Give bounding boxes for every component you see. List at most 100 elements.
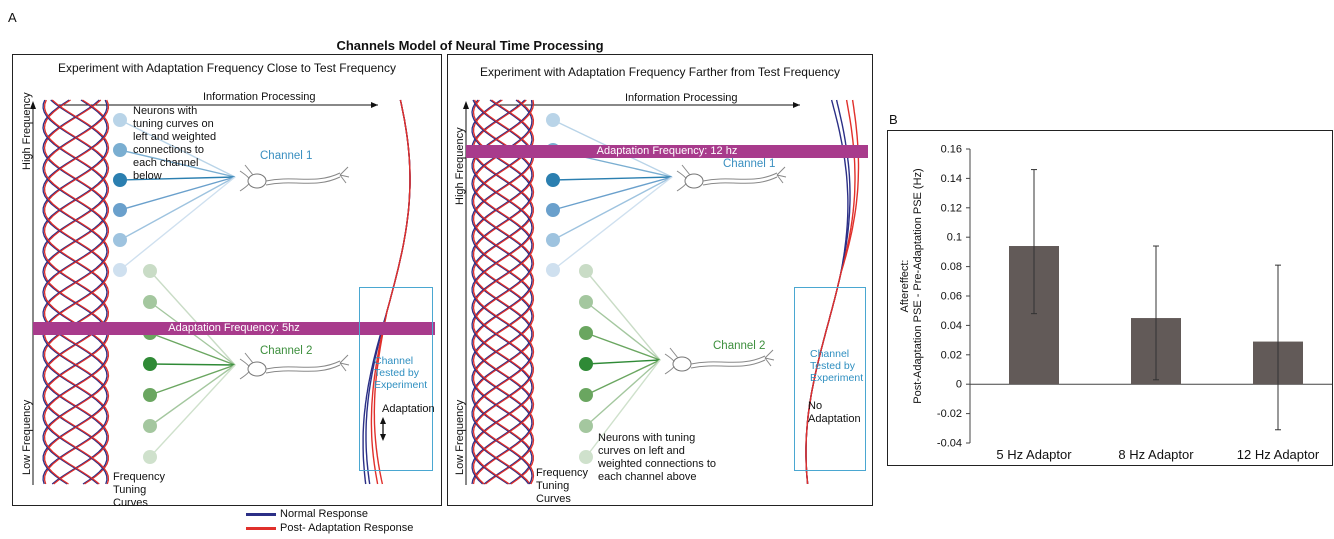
tuning-curve xyxy=(43,99,110,485)
neuron-cell-part xyxy=(265,360,341,374)
left-info-processing-label: Information Processing xyxy=(203,91,316,103)
neuron-node xyxy=(546,263,560,277)
right-diagram-svg xyxy=(463,99,860,485)
panel-a-letter: A xyxy=(8,10,17,25)
neuron-node xyxy=(546,203,560,217)
neuron-node xyxy=(113,113,127,127)
legend-post-swatch xyxy=(246,527,276,530)
neuron-cell-sketch xyxy=(664,347,775,375)
neuron-cell-part xyxy=(664,347,679,375)
connection-channel1 xyxy=(119,149,236,178)
y-tick-label: 0 xyxy=(956,379,962,391)
neuron-cell-sketch xyxy=(676,164,787,192)
tuning-curve xyxy=(471,99,533,485)
main-title: Channels Model of Neural Time Processing xyxy=(336,38,604,53)
tuning-curves xyxy=(42,99,110,485)
y-tick-label: 0.1 xyxy=(947,232,962,244)
connection-channel2 xyxy=(149,364,236,458)
tuning-curve xyxy=(42,99,108,485)
frequency-axis-arrowhead xyxy=(463,101,469,109)
right-channel2-label: Channel 2 xyxy=(713,340,766,352)
connection-channel2 xyxy=(585,359,661,427)
tuning-curve xyxy=(472,99,535,485)
neuron-cell-part xyxy=(764,349,775,367)
legend-post-label: Post- Adaptation Response xyxy=(280,522,414,534)
neuron-cell-part xyxy=(239,352,254,380)
tuning-curve xyxy=(472,99,535,485)
neuron-node xyxy=(143,357,157,371)
neuron-node xyxy=(113,173,127,187)
connection-channel2 xyxy=(585,332,661,361)
neuron-node xyxy=(546,113,560,127)
tuning-curve xyxy=(471,99,533,485)
tuning-curve xyxy=(472,99,534,485)
category-label: 5 Hz Adaptor xyxy=(996,447,1072,462)
connection-channel1 xyxy=(119,176,236,211)
left-panel: Experiment with Adaptation Frequency Clo… xyxy=(12,54,442,509)
right-channel1-label: Channel 1 xyxy=(723,158,776,170)
connection-channel2 xyxy=(585,359,661,396)
tuning-curves xyxy=(471,99,535,485)
y-axis-label-line2: Post-Adaptation PSE - Pre-Adaptation PSE… xyxy=(912,168,924,403)
neuron-cell-part xyxy=(339,166,350,184)
y-tick-label: 0.04 xyxy=(941,320,962,332)
connection-channel1 xyxy=(119,176,236,181)
category-label: 8 Hz Adaptor xyxy=(1118,447,1194,462)
neuron-node xyxy=(143,264,157,278)
tuning-curve xyxy=(471,99,533,485)
aftereffect-bar-chart: -0.04-0.0200.020.040.060.080.10.120.140.… xyxy=(899,144,1332,462)
neuron-node xyxy=(113,143,127,157)
right-info-processing-label: Information Processing xyxy=(625,92,738,104)
connection-channel1 xyxy=(552,176,673,271)
right-panel: Experiment with Adaptation Frequency Far… xyxy=(447,54,873,506)
neuron-cell-part xyxy=(776,166,787,184)
tuning-curve xyxy=(43,99,110,485)
neuron-cell-part xyxy=(684,173,704,189)
right-low-frequency-label: Low Frequency xyxy=(454,399,466,475)
neuron-node xyxy=(143,388,157,402)
neuron-cell-part xyxy=(247,173,267,189)
y-tick-label: -0.04 xyxy=(937,438,962,450)
legend-normal-label: Normal Response xyxy=(280,508,369,520)
y-tick-label: 0.14 xyxy=(941,173,962,185)
y-tick-label: 0.02 xyxy=(941,349,962,361)
adaptation-arrowhead-down xyxy=(380,434,386,441)
right-panel-title: Experiment with Adaptation Frequency Far… xyxy=(480,65,840,79)
tuning-curve xyxy=(472,99,535,485)
right-adaptation-band: Adaptation Frequency: 12 hz xyxy=(466,145,868,158)
neuron-cell-sketch xyxy=(239,164,350,192)
tuning-curve xyxy=(472,99,535,485)
right-tested-label: Channel Tested by Experiment xyxy=(810,348,864,384)
category-label: 12 Hz Adaptor xyxy=(1237,447,1320,462)
y-tick-label: 0.16 xyxy=(941,144,962,156)
connection-channel1 xyxy=(119,176,236,241)
right-tested-channel-box xyxy=(794,287,866,471)
legend-normal-swatch xyxy=(246,513,276,516)
channel-response-curve xyxy=(805,99,860,485)
left-tested-label: Channel Tested by Experiment xyxy=(374,355,428,391)
tuning-curve xyxy=(471,99,533,485)
left-low-frequency-label: Low Frequency xyxy=(21,399,33,475)
neuron-node xyxy=(579,295,593,309)
y-tick-label: 0.06 xyxy=(941,291,962,303)
tuning-curve xyxy=(472,99,535,485)
y-tick-label: 0.12 xyxy=(941,202,962,214)
tuning-curve xyxy=(42,99,108,485)
connection-channel2 xyxy=(585,359,661,458)
left-high-frequency-label: High Frequency xyxy=(21,92,33,170)
neuron-node xyxy=(579,326,593,340)
neuron-node xyxy=(579,450,593,464)
neuron-cell-part xyxy=(676,164,691,192)
neuron-cell-part xyxy=(339,354,350,372)
neuron-node xyxy=(579,264,593,278)
left-tested-channel-box xyxy=(359,287,433,471)
tuning-curve xyxy=(471,99,533,485)
right-adaptation-note: No Adaptation xyxy=(808,400,861,425)
left-channel1-label: Channel 1 xyxy=(260,150,313,162)
right-high-frequency-label: High Frequency xyxy=(454,127,466,205)
info-processing-arrowhead xyxy=(371,102,378,108)
left-channel2-label: Channel 2 xyxy=(260,345,313,357)
y-tick-label: -0.02 xyxy=(937,408,962,420)
neuron-node xyxy=(579,419,593,433)
